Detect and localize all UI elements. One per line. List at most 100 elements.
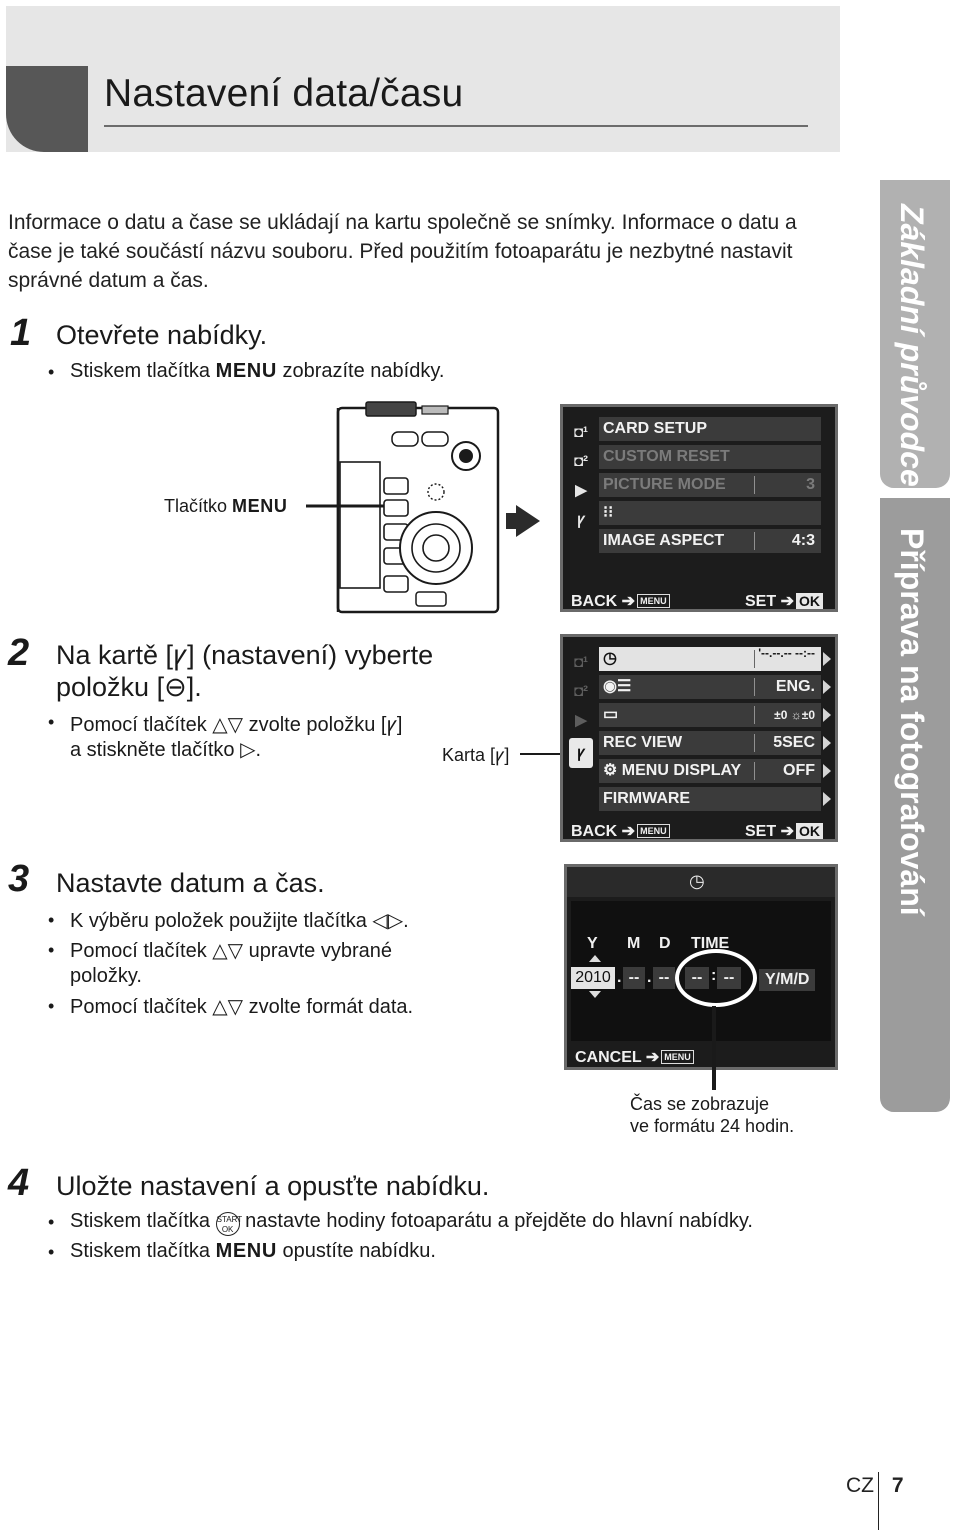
flow-arrow-icon: [516, 505, 540, 537]
screen2-set[interactable]: SET ➔OK: [745, 821, 823, 841]
step-1-bullet-pre: Stiskem tlačítka: [70, 360, 211, 382]
clock-value: '--.--.-- --:--: [758, 646, 815, 660]
month-field[interactable]: --: [623, 967, 645, 989]
step-1-title: Otevřete nabídky.: [56, 320, 268, 350]
bullet-dot: •: [48, 1242, 55, 1262]
camera-screen-clock: ◷ Y M D TIME 2010 . -- . -- -- : -- Y/M/…: [564, 864, 838, 1070]
step-3-bullet-1: K výběru položek použijte tlačítka ◁▷.: [70, 910, 409, 932]
header-band: [6, 6, 840, 152]
shooting-menu-2-icon: ◘²: [573, 453, 589, 470]
time-highlight-circle: [675, 949, 757, 1007]
bullet-dot: •: [48, 940, 55, 960]
col-year-label: Y: [587, 935, 598, 952]
menu-key-icon: MENU: [661, 1050, 694, 1064]
menu-key-text: MENU: [215, 360, 277, 382]
bullet-dot: •: [48, 712, 55, 732]
screen2-tabs: ◘¹ ◘² ▶ ꝩ: [569, 651, 595, 773]
language-icon: ◉☰: [603, 678, 632, 695]
setup-wrench-icon: ꝩ: [577, 511, 585, 528]
year-field[interactable]: 2010: [571, 967, 615, 989]
step-4-number: 4: [8, 1162, 30, 1204]
callout-line2: ve formátu 24 hodin.: [630, 1116, 795, 1136]
screen1-tabs: ◘¹ ◘² ▶ ꝩ: [569, 421, 595, 537]
menu-button-label-key: MENU: [232, 496, 288, 516]
step-2-bullet-line2: a stiskněte tlačítko ▷.: [70, 739, 262, 761]
step-3-bullet-2-cont: položky.: [70, 965, 142, 987]
ok-key-icon: OK: [795, 593, 823, 609]
date-format-field[interactable]: Y/M/D: [759, 969, 816, 991]
step-2-title-line2: položku [⊖].: [56, 672, 202, 702]
day-field[interactable]: --: [653, 967, 675, 989]
language-value: ENG.: [775, 678, 815, 695]
screen1-set[interactable]: SET ➔OK: [745, 591, 823, 611]
menu-row-clock[interactable]: ◷ '--.--.-- --:--: [599, 646, 831, 671]
camera-screen-setup: ◘¹ ◘² ▶ ꝩ ◷ '--.--.-- --:-- ◉☰ ENG. ▭ ±0 ☼±…: [560, 634, 838, 842]
footer-rule: [878, 1472, 879, 1530]
menu-row-monitor[interactable]: ▭ ±0 ☼±0: [599, 703, 831, 727]
date-dot: .: [647, 969, 652, 986]
shooting-menu-1-icon: ◘¹: [573, 424, 589, 441]
side-tab-preparation[interactable]: [880, 498, 950, 1112]
screen2-back[interactable]: BACK ➔MENU: [571, 821, 670, 841]
intro-paragraph: Informace o datu a čase se ukládají na k…: [8, 211, 797, 292]
ok-key-icon: OK: [795, 823, 823, 839]
side-tab-preparation-label: Příprava na fotografování: [894, 528, 930, 916]
menu-row-image-quality[interactable]: ⁝⁝: [599, 501, 821, 525]
image-quality-icon: ⁝⁝: [603, 504, 614, 521]
shooting-menu-2-icon: ◘²: [573, 683, 589, 700]
picture-mode-value: 3: [806, 476, 815, 493]
callout-leader-line: [712, 1006, 716, 1090]
monitor-icon: ▭: [603, 706, 619, 723]
step-4-bullet-1-pre: Stiskem tlačítka: [70, 1210, 211, 1232]
image-aspect-value: 4:3: [791, 532, 815, 549]
menu-button-shape: [383, 499, 409, 517]
bullet-dot: •: [48, 1212, 55, 1232]
menu-button-label: Tlačítko MENU: [164, 496, 287, 517]
year-down-arrow-icon[interactable]: [589, 991, 601, 998]
footer-language: CZ: [846, 1474, 874, 1497]
step-3-bullet-3: Pomocí tlačítek △▽ zvolte formát data.: [70, 996, 414, 1018]
callout-line1: Čas se zobrazuje: [630, 1094, 770, 1114]
menu-row-custom-reset[interactable]: CUSTOM RESET: [599, 445, 821, 469]
year-up-arrow-icon[interactable]: [589, 955, 601, 962]
gear-icon: ⚙: [603, 762, 622, 779]
setup-tab-label: Karta [ꝩ]: [442, 745, 510, 765]
title-rule: [104, 125, 808, 127]
camera-back-illustration: [306, 401, 500, 614]
step-2-number: 2: [8, 632, 30, 674]
menu-display-value: OFF: [783, 762, 815, 779]
playback-menu-icon: ▶: [575, 482, 587, 499]
step-1-number: 1: [10, 312, 32, 354]
menu-row-firmware[interactable]: FIRMWARE: [599, 787, 831, 811]
step-3-bullet-2: Pomocí tlačítek △▽ upravte vybrané: [70, 940, 393, 962]
page-number: 7: [891, 1474, 904, 1497]
flow-arrow-stem: [506, 513, 518, 529]
menu-row-language[interactable]: ◉☰ ENG.: [599, 675, 831, 699]
step-4-bullet-2-post: opustíte nabídku.: [282, 1240, 436, 1262]
step-1-bullet: Stiskem tlačítka MENU zobrazíte nabídky.: [70, 360, 444, 383]
bullet-dot: •: [48, 910, 55, 930]
playback-menu-icon: ▶: [575, 712, 587, 729]
shooting-menu-1-icon: ◘¹: [573, 654, 589, 671]
step-3-number: 3: [8, 858, 30, 900]
menu-row-card-setup[interactable]: CARD SETUP: [599, 417, 821, 441]
screen3-cancel[interactable]: CANCEL ➔MENU: [575, 1047, 694, 1067]
step-4-bullet-2-pre: Stiskem tlačítka: [70, 1240, 211, 1262]
step-3-title: Nastavte datum a čas.: [56, 868, 325, 898]
step-4-title: Uložte nastavení a opusťte nabídku.: [56, 1171, 490, 1201]
monitor-value: ±0 ☼±0: [774, 708, 815, 722]
screen1-back[interactable]: BACK ➔MENU: [571, 591, 670, 611]
clock-header-bar: [567, 867, 835, 897]
clock-icon: ◷: [689, 871, 705, 891]
side-tab-basic-guide[interactable]: [880, 180, 950, 488]
step-1-bullet-post: zobrazíte nabídky.: [282, 360, 445, 382]
page-footer: CZ 7: [846, 1474, 904, 1498]
clock-icon: ◷: [603, 650, 617, 667]
menu-key-icon: MENU: [637, 824, 670, 838]
